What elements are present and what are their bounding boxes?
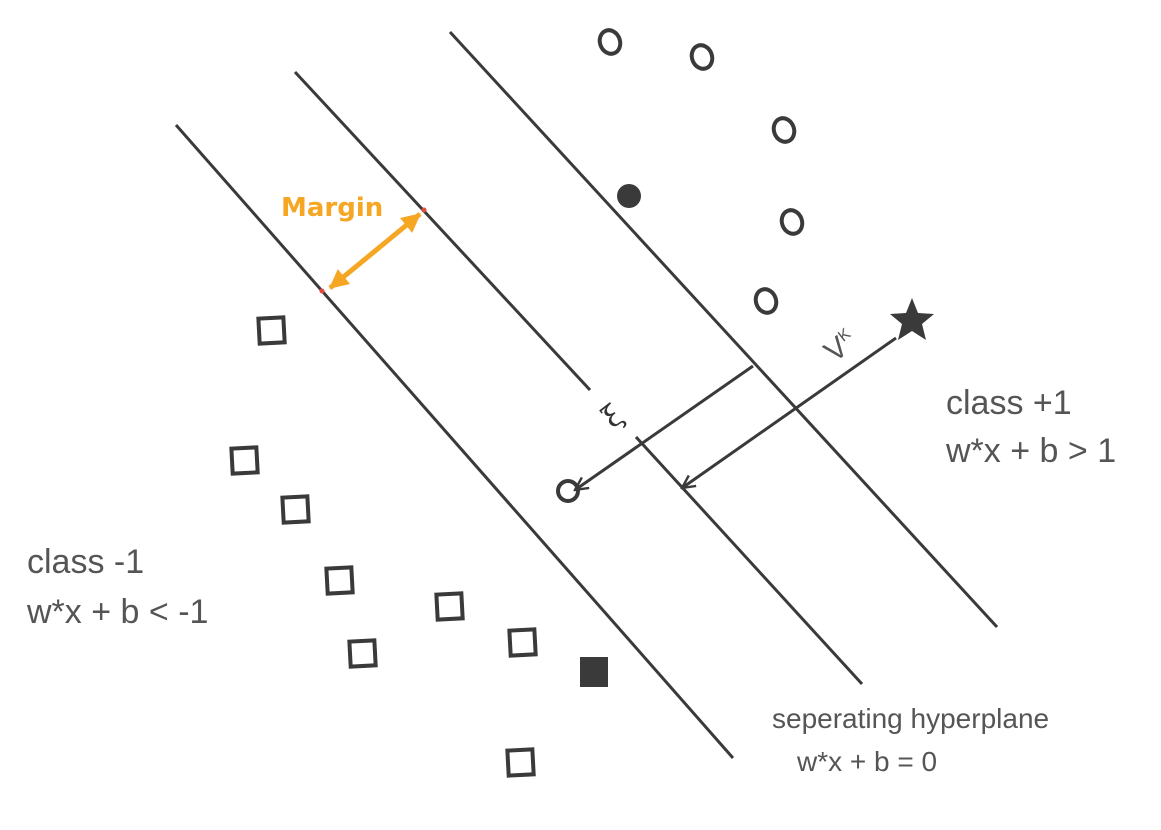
- star-icon: [890, 298, 934, 340]
- circle-point-misclassified: [556, 479, 580, 503]
- margin-tick-lower: [319, 288, 325, 294]
- hyperplane-rule: w*x + b = 0: [797, 746, 938, 777]
- square-point: [229, 445, 260, 476]
- support-vector-square: [580, 657, 608, 687]
- hyperplane-title: seperating hyperplane: [772, 703, 1050, 734]
- slack-vector: [575, 364, 754, 490]
- class-positive-title: class +1: [946, 384, 1072, 422]
- class-negative-points: [229, 315, 538, 778]
- margin-tick-upper: [421, 207, 427, 213]
- circle-point: [689, 43, 715, 71]
- class-positive-points: [556, 28, 805, 503]
- margin-line-negative-upper: [293, 70, 592, 392]
- circle-point: [779, 208, 805, 236]
- square-point: [324, 565, 355, 596]
- circle-point: [753, 287, 779, 315]
- class-negative-rule: w*x + b < -1: [27, 593, 209, 631]
- margin-line-negative: [174, 124, 735, 759]
- hyperplane-line-lower: [634, 435, 864, 686]
- margin-arrow: [328, 212, 422, 290]
- vk-vector: [682, 336, 897, 488]
- square-point: [256, 315, 287, 346]
- class-negative-title: class -1: [27, 543, 145, 581]
- square-point: [434, 591, 465, 622]
- support-vector-circle: [617, 184, 641, 208]
- margin-label: Margin: [281, 193, 384, 223]
- square-point: [507, 627, 538, 658]
- class-positive-rule: w*x + b > 1: [946, 432, 1117, 470]
- circle-point: [597, 28, 623, 56]
- square-point: [505, 747, 536, 778]
- square-point: [280, 494, 311, 525]
- margin-line-positive: [448, 30, 999, 629]
- circle-point: [771, 116, 797, 144]
- square-point: [347, 638, 378, 669]
